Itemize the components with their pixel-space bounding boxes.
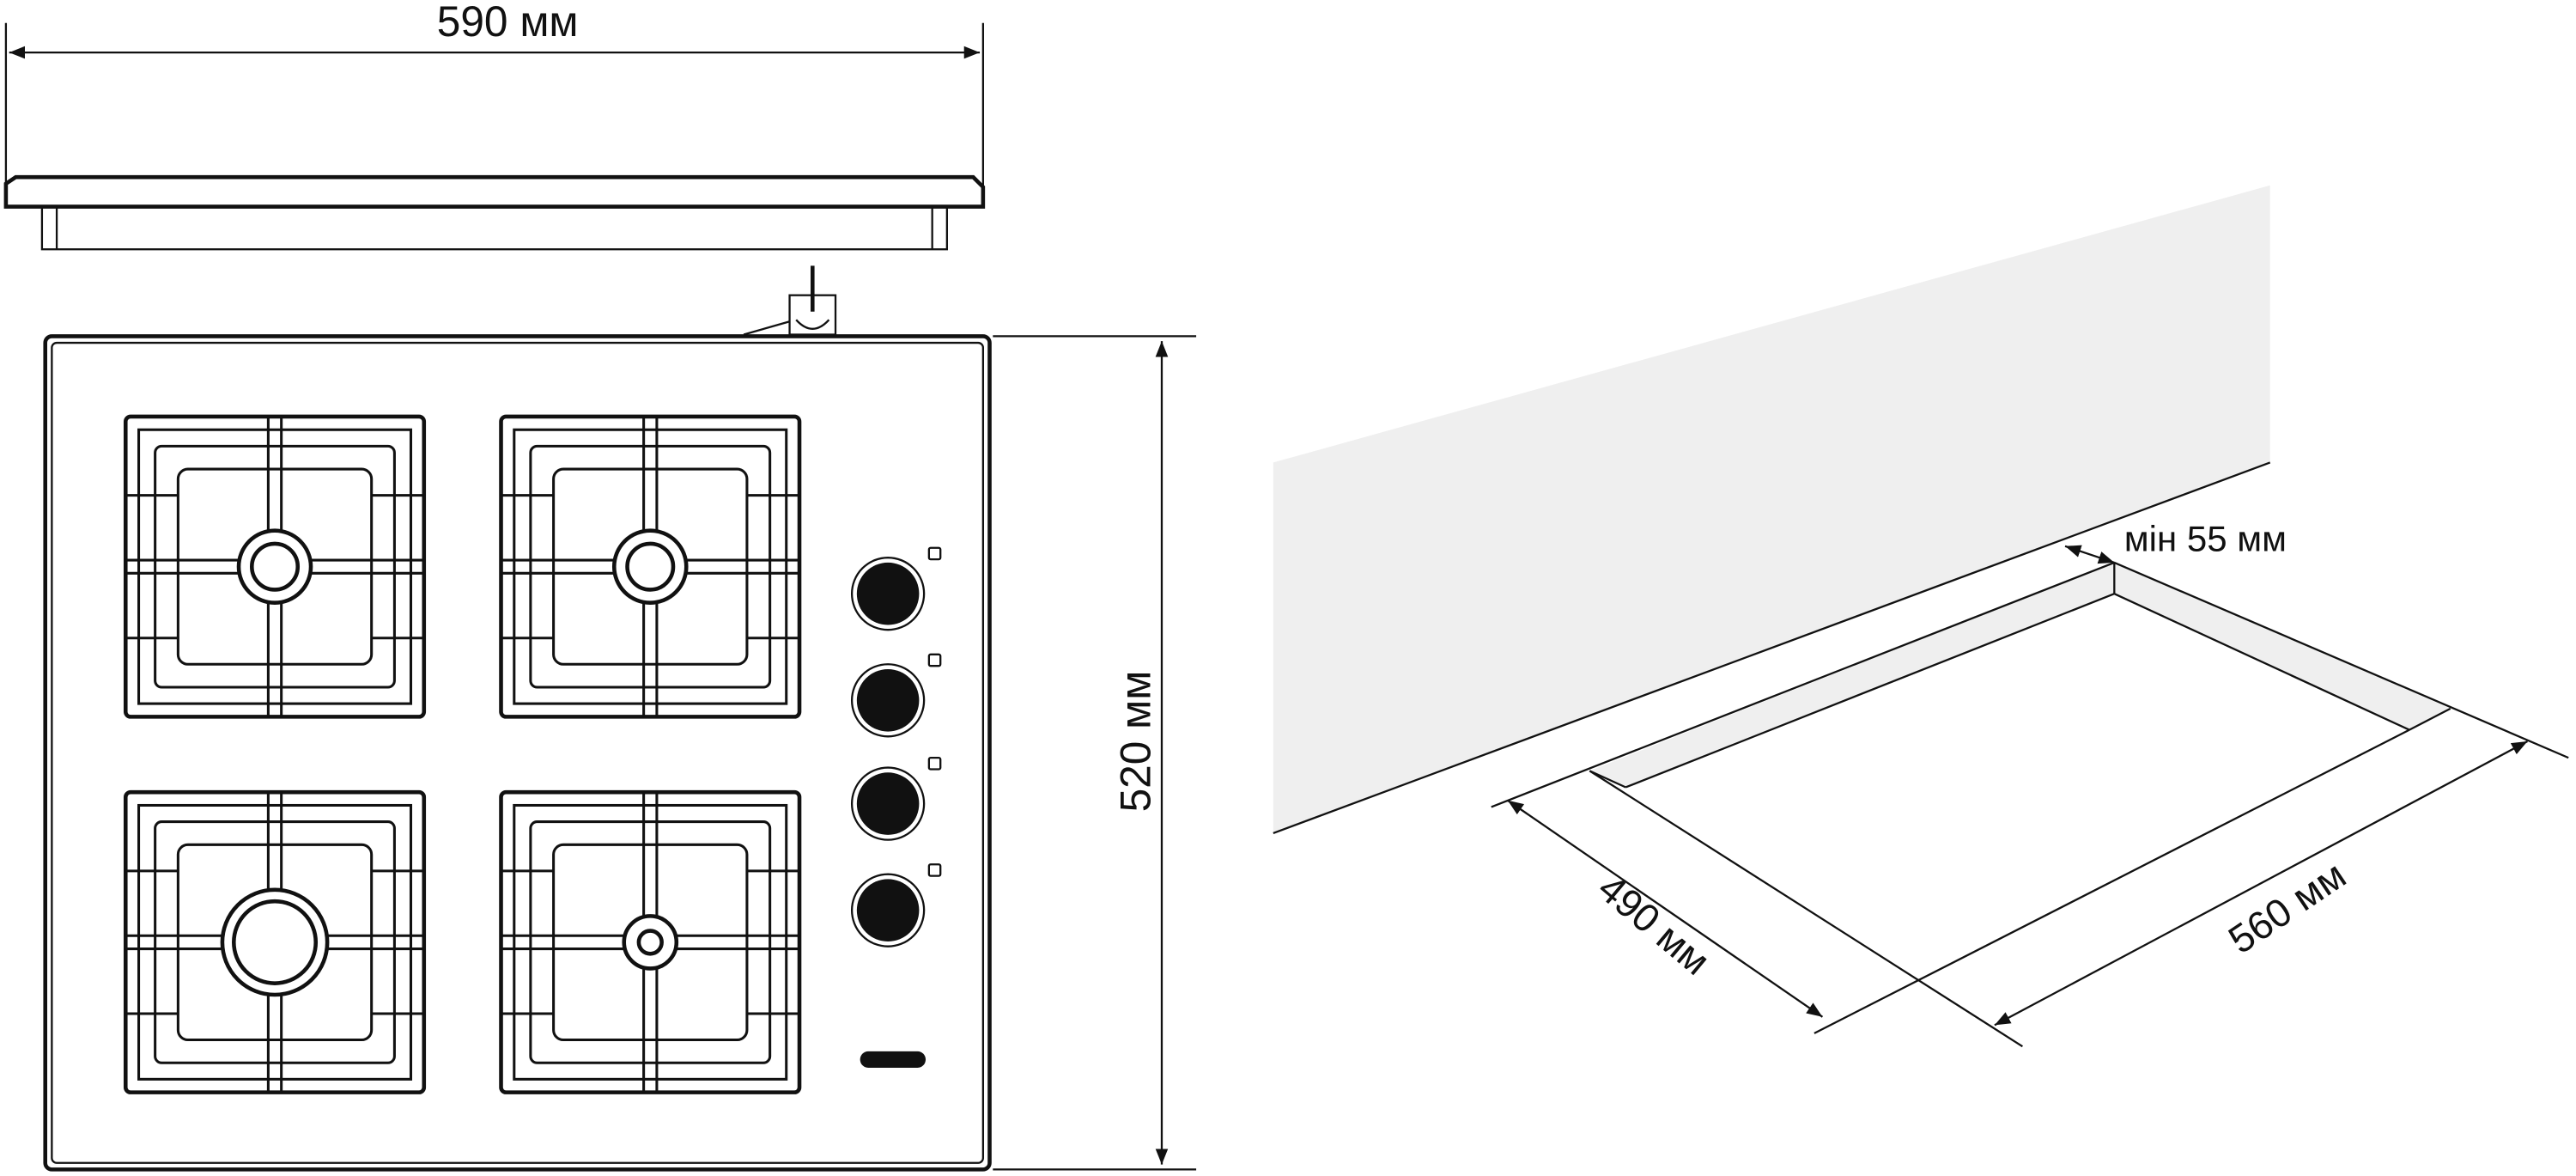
ignition-button <box>860 1051 927 1068</box>
depth-label: 520 мм <box>1112 671 1160 813</box>
cutout-width-dimension-line <box>1994 740 2529 1027</box>
min-clearance-label: мін 55 мм <box>2124 519 2287 559</box>
side-view <box>3 22 986 251</box>
control-knob-4 <box>850 863 942 948</box>
width-label: 590 мм <box>437 0 579 46</box>
wall <box>1273 185 2270 833</box>
cutout-depth-dimension-line <box>1507 799 1824 1018</box>
burner-grate-rear-right <box>499 414 802 719</box>
clearance-dimension-line <box>2064 545 2115 564</box>
hob-top-view <box>43 265 992 1172</box>
cutout-depth-label: 490 мм <box>1590 866 1718 984</box>
control-knob-1 <box>850 546 942 631</box>
burner-grate-front-right <box>499 789 802 1094</box>
gas-connector-icon <box>743 265 837 336</box>
cutout-perspective <box>1273 185 2569 1048</box>
control-knob-3 <box>850 756 942 841</box>
burner-grate-rear-left <box>123 414 427 719</box>
burner-grate-front-left <box>123 789 427 1094</box>
control-knob-2 <box>850 653 942 738</box>
